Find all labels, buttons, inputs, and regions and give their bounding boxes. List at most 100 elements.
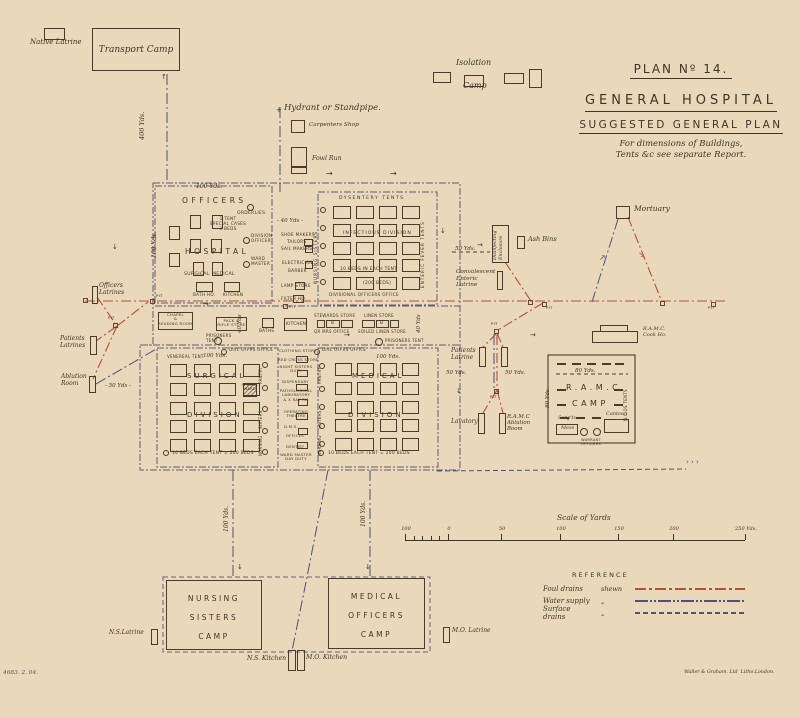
arrow-11: ↓ (365, 563, 371, 571)
nursing-sisters-camp-label: NURSING SISTERS CAMP (187, 594, 241, 641)
clothing-store-label: CLOTHING STORE (279, 348, 317, 353)
isolation-hut-2 (464, 75, 484, 87)
infectious-tents-tent (333, 241, 351, 255)
pit-label-4: PIT (490, 394, 497, 399)
ramc-title: R.A.M.C (566, 383, 622, 392)
linen-box-2 (376, 320, 389, 328)
infectious-tents-tent (333, 259, 351, 273)
arrow-7: ↓ (112, 243, 118, 251)
ramc-tent-dash (557, 404, 566, 406)
isolation-hut-3 (504, 73, 524, 84)
stewards-box-3 (341, 320, 353, 328)
chapel-box (158, 312, 193, 330)
medical-tents-tent (357, 438, 375, 452)
scale-tick-label: 150 (614, 526, 624, 532)
scale-tick (560, 534, 561, 540)
medical-officers-camp-box: MEDICAL OFFICERS CAMP (328, 578, 425, 649)
pit-label-strip: PIT (289, 304, 296, 309)
ncos-tents-vertical: N.C.OS TENTS (623, 389, 628, 421)
infectious-tents-tent (379, 277, 397, 291)
officers-tent-8 (212, 262, 223, 276)
arrow-6: → (530, 331, 536, 339)
infectious-total-label: (200 BEDS) (363, 281, 392, 286)
title-note: For dimensions of Buildings, Tents &c se… (615, 139, 747, 161)
surgical-col-circle-2 (262, 385, 268, 391)
medical-tents-tent (357, 363, 375, 376)
surgical-tents-tent (194, 382, 212, 396)
surgical-col-circle-3 (262, 406, 268, 412)
legend-line-sample (635, 600, 745, 602)
plan-number: PLAN Nº 14. (629, 62, 733, 79)
ramc-tent-dash (614, 404, 623, 406)
infectious-tents-tent (402, 206, 420, 219)
scale-minor-tick (413, 536, 415, 540)
strip-store-box-2 (297, 370, 308, 377)
surgical-tents-tent (170, 382, 187, 396)
linen-b: B (380, 321, 384, 326)
page-subtitle: SUGGESTED GENERAL PLAN (579, 119, 783, 134)
barber-label: BARBER (288, 268, 307, 273)
arrow-9: ↓ (456, 387, 462, 395)
sail-makers-label: SAIL MAKERS (281, 246, 313, 251)
nursing-sister-circle-5 (320, 279, 326, 285)
scale-title: Scale of Yards (557, 513, 611, 522)
infectious-tents-tent (402, 223, 420, 237)
dysentery-tents-label: DYSENTERY TENTS (339, 196, 405, 201)
print-code: 4683. 2. 04. (3, 670, 39, 676)
strip-store-box-1 (296, 356, 308, 363)
surgical-tents-tent (242, 401, 260, 415)
surgical-tents-tent (170, 420, 187, 434)
medical-col-circle-3 (319, 404, 325, 410)
scale-tick-label: 100 (556, 526, 566, 532)
dentist-label: DENTIST (286, 444, 305, 449)
ablution-room-label: Ablution Room (61, 373, 87, 387)
strip-store-box-6 (298, 428, 308, 435)
filter-house-label: FILTER HO. (281, 296, 307, 301)
convalescent-latrine-label: Convalescent Enteric Latrine (456, 269, 496, 289)
surgical-tents-tent (242, 364, 260, 377)
medical-tents-tent (379, 438, 397, 452)
pit-marker (283, 304, 288, 309)
kitchen-mid-label: KITCHEN (286, 321, 307, 326)
ablution-distance: - 50 Yds - (105, 383, 131, 389)
legend-label: Water supply (543, 597, 590, 605)
pit-label-3: PIT (491, 321, 498, 326)
ash-bins-box (517, 236, 525, 249)
surgical-tents-tent (194, 439, 212, 453)
arrow-3: → (203, 300, 209, 308)
ramc-tent-dash (576, 417, 585, 419)
offices-label: OFFICES (286, 433, 305, 438)
officers-tent-1 (190, 215, 201, 229)
medical-officers-camp-label: MEDICAL OFFICERS CAMP (348, 592, 405, 639)
medical-beds-circle (318, 450, 324, 456)
filter-house-box (293, 295, 304, 303)
linen-box-1 (362, 320, 375, 328)
medical-tents-tent (357, 381, 375, 395)
ward-master-label: WARD MASTER (251, 256, 271, 266)
pit-marker (494, 389, 499, 394)
disinfecting-box (492, 225, 509, 263)
medical-tents-tent (357, 400, 375, 414)
infectious-tents-tent (356, 259, 374, 273)
legend-line-sample (635, 612, 745, 614)
mo-kitchen-box (297, 650, 305, 671)
venereal-tent-label: VENEREAL TENT (167, 354, 204, 359)
division-officer-label: DIVISION OFFICER (251, 233, 273, 243)
transport-camp-label: Transport Camp (98, 44, 174, 55)
surgical-beds-circle (163, 450, 169, 456)
mortuary-label: Mortuary (634, 204, 670, 213)
isolation-hut-4 (529, 69, 542, 88)
arrow-12: ↑ (161, 73, 167, 81)
carpenters-shop-label: Carpenters Shop (309, 122, 359, 128)
chapel-label: CHAPEL & READING ROOM (158, 312, 193, 326)
surgical-division-title: DIVISION (187, 411, 243, 419)
officers-kitchen-box (224, 282, 240, 292)
tailors-box (304, 239, 313, 246)
carpenters-shop-box (291, 120, 305, 133)
hydrant-mark: + (276, 106, 283, 114)
isolation-hut-1 (433, 72, 451, 83)
medical-pantry-vertical: PANTRY (317, 366, 322, 384)
strip-store-box-5 (296, 413, 308, 420)
strip-store-box-7 (297, 442, 308, 449)
